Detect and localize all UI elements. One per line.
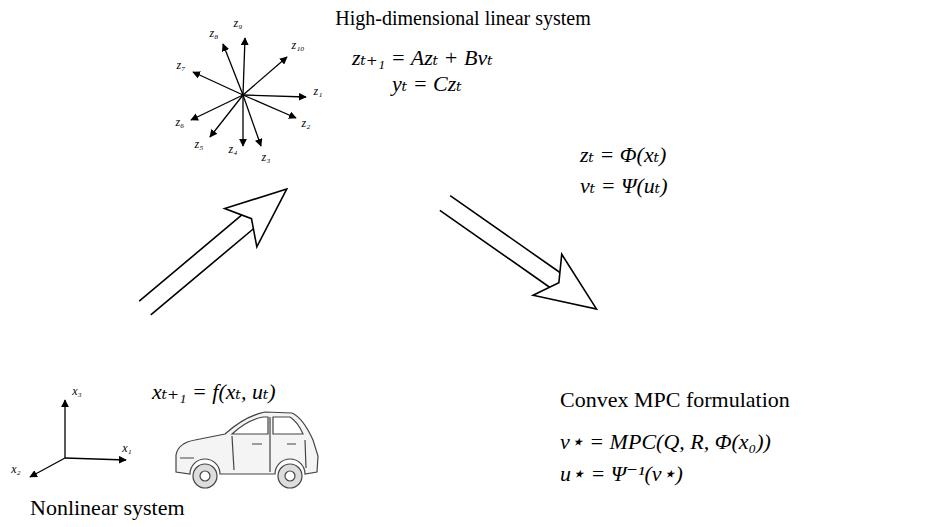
vector-label: z₄ xyxy=(229,143,238,157)
panel-heading: High-dimensional linear system xyxy=(335,7,591,30)
hollow-arrow xyxy=(129,170,303,327)
equation: v⋆ = MPC(Q, R, Φ(x₀)) xyxy=(560,429,771,454)
vector-star xyxy=(191,38,306,146)
section-heading: Convex MPC formulation xyxy=(560,387,790,412)
equation: u⋆ = Ψ⁻¹(v⋆) xyxy=(560,461,683,486)
axis-label: x₁ xyxy=(122,442,132,456)
vector-label: z₉ xyxy=(234,17,243,31)
coordinate-axes xyxy=(30,400,126,477)
vector-label: z₅ xyxy=(195,138,204,152)
equation: xₜ₊₁ = f(xₜ, uₜ) xyxy=(152,379,276,404)
axis-label: x₂ xyxy=(11,463,21,477)
hollow-arrow xyxy=(431,183,611,330)
system-label: Nonlinear system xyxy=(30,495,185,520)
vector-label: z₁₀ xyxy=(291,39,304,53)
car-illustration xyxy=(176,412,318,488)
axis-label: x₃ xyxy=(72,385,82,399)
equation: vₜ = Ψ(uₜ) xyxy=(580,173,668,198)
vector-label: z₇ xyxy=(177,59,186,73)
equation: yₜ = Czₜ xyxy=(392,71,462,96)
vector-label: z₁ xyxy=(314,85,323,99)
vector-label: z₆ xyxy=(176,116,185,130)
equation: zₜ = Φ(xₜ) xyxy=(580,142,666,167)
vector-label: z₈ xyxy=(210,27,219,41)
equation: zₜ₊₁ = Azₜ + Bvₜ xyxy=(352,45,493,70)
vector-label: z₃ xyxy=(262,151,271,165)
vector-label: z₂ xyxy=(302,117,311,131)
